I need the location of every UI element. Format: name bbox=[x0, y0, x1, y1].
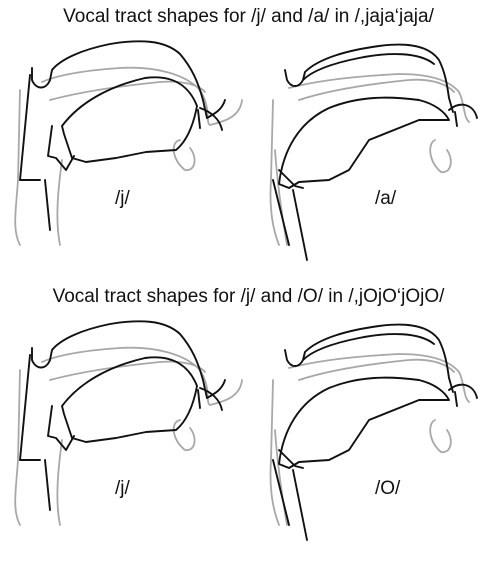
reference-outline bbox=[270, 74, 469, 245]
phone-label: /a/ bbox=[375, 188, 396, 210]
tongue-contour bbox=[279, 378, 449, 468]
tongue-contour bbox=[62, 357, 197, 442]
figure-title-vowel-o: Vocal tract shapes for /j/ and /O/ in /,… bbox=[0, 286, 497, 308]
phone-label: /j/ bbox=[115, 188, 130, 210]
vocal-tract-diagram-j-top bbox=[0, 30, 248, 280]
figure-title-vowel-a: Vocal tract shapes for /j/ and /a/ in /,… bbox=[0, 6, 497, 28]
vocal-tract-diagram-j-bottom bbox=[0, 310, 248, 560]
tongue-contour bbox=[62, 77, 197, 162]
tongue-contour bbox=[279, 98, 449, 188]
vocal-tract-diagram-o bbox=[249, 310, 497, 560]
vocal-tract-diagram-a bbox=[249, 30, 497, 280]
phone-label: /j/ bbox=[115, 478, 130, 500]
reference-outline bbox=[270, 354, 469, 525]
phone-label: /O/ bbox=[375, 478, 400, 500]
